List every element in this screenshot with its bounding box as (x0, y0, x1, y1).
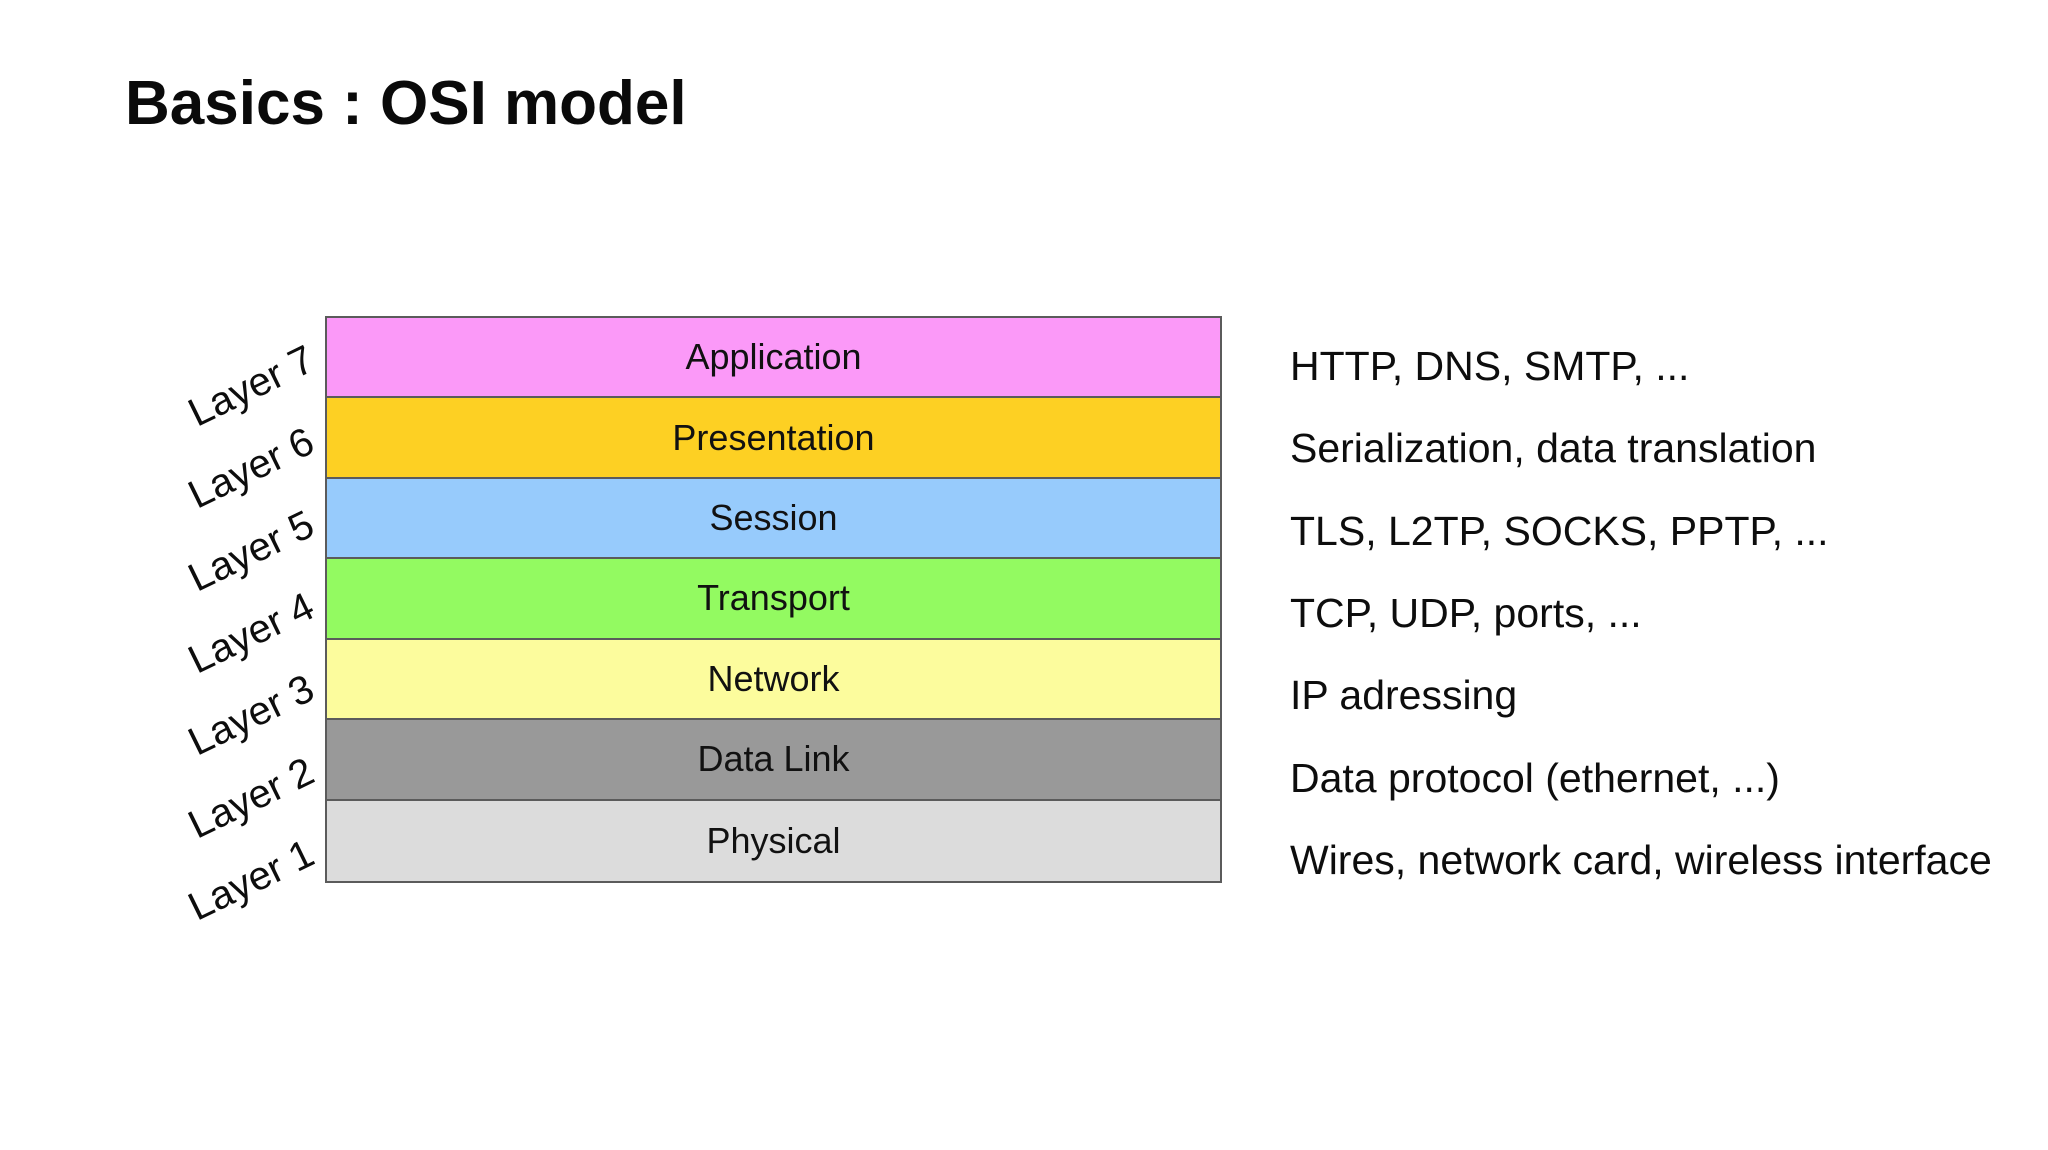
layer-3-label: Layer 3 (0, 646, 325, 765)
layer-box-transport: Transport (327, 559, 1220, 640)
layer-4-description-text: TCP, UDP, ports, ... (1290, 589, 1642, 636)
layer-1-label: Layer 1 (0, 811, 325, 930)
layer-2-description-text: Data protocol (ethernet, ...) (1290, 754, 1780, 801)
layer-4-label: Layer 4 (0, 563, 325, 682)
layer-box-network: Network (327, 639, 1220, 721)
layer-3-description: IP adressing (1290, 646, 2030, 728)
layer-4-description: TCP, UDP, ports, ... (1290, 563, 2030, 645)
layer-box-session: Session (327, 478, 1220, 560)
layer-box-presentation: Presentation (327, 398, 1220, 479)
layer-2-description: Data protocol (ethernet, ...) (1290, 728, 2030, 810)
layer-6-description-text: Serialization, data translation (1290, 425, 1817, 472)
layer-6-description: Serialization, data translation (1290, 398, 2030, 480)
layer-description-column: HTTP, DNS, SMTP, ... Serialization, data… (1290, 316, 2030, 893)
layer-5-label: Layer 5 (0, 481, 325, 600)
layer-box-data-link: Data Link (327, 720, 1220, 801)
layer-6-label: Layer 6 (0, 398, 325, 517)
layer-3-description-text: IP adressing (1290, 672, 1518, 719)
layer-box-application: Application (327, 318, 1220, 399)
layer-number-column: Layer 7 Layer 6 Layer 5 Layer 4 Layer 3 … (0, 316, 325, 930)
layer-1-description: Wires, network card, wireless interface (1290, 811, 2030, 893)
layer-5-description: TLS, L2TP, SOCKS, PPTP, ... (1290, 481, 2030, 563)
page-title: Basics : OSI model (125, 69, 687, 138)
layer-7-label: Layer 7 (0, 316, 325, 435)
layer-box-physical: Physical (327, 800, 1220, 881)
layer-1-description-text: Wires, network card, wireless interface (1290, 837, 1992, 884)
layer-2-label: Layer 2 (0, 728, 325, 847)
layer-7-description: HTTP, DNS, SMTP, ... (1290, 316, 2030, 398)
osi-layer-stack: Application Presentation Session Transpo… (325, 316, 1222, 883)
layer-7-description-text: HTTP, DNS, SMTP, ... (1290, 342, 1690, 389)
layer-5-description-text: TLS, L2TP, SOCKS, PPTP, ... (1290, 507, 1829, 554)
